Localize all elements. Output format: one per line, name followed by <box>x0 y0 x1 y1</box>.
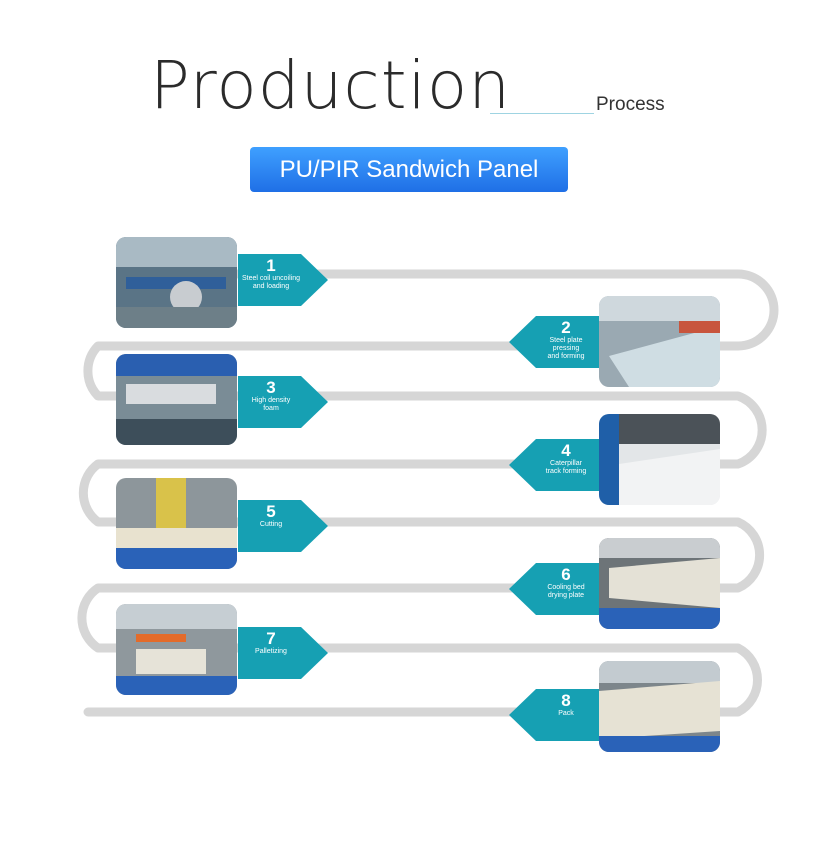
step-1-number: 1 <box>266 256 276 275</box>
step-1-photo <box>116 237 237 328</box>
step-2-photo <box>599 296 720 387</box>
step-5-number: 5 <box>266 502 276 521</box>
step-8-photo <box>599 661 720 752</box>
product-banner: PU/PIR Sandwich Panel <box>250 147 568 192</box>
step-3-photo <box>116 354 237 445</box>
step-5-label: Cutting <box>259 521 283 528</box>
step-6-number: 6 <box>561 565 571 584</box>
step-4-photo <box>599 414 720 505</box>
step-7-label: Palletizing <box>255 648 287 655</box>
step-8-number: 8 <box>561 691 571 710</box>
step-1-label: Steel coil uncoiling and loading <box>242 275 300 290</box>
step-7-number: 7 <box>266 629 276 648</box>
step-5-photo <box>116 478 237 569</box>
step-7-photo <box>116 604 237 695</box>
page-subtitle: Process <box>596 94 665 115</box>
step-2-number: 2 <box>561 318 571 337</box>
step-4-label: Caterpillar track forming <box>545 460 587 475</box>
step-4-number: 4 <box>561 441 571 460</box>
page-title: Production <box>150 47 512 124</box>
step-3-label: High density foam <box>251 397 291 412</box>
step-8-label: Pack <box>558 710 574 717</box>
step-2-label: Steel plate pressing and forming <box>547 337 585 360</box>
step-6-label: Cooling bed drying plate <box>547 584 585 599</box>
step-3-number: 3 <box>266 378 276 397</box>
title-underline <box>490 113 594 114</box>
step-6-photo <box>599 538 720 629</box>
